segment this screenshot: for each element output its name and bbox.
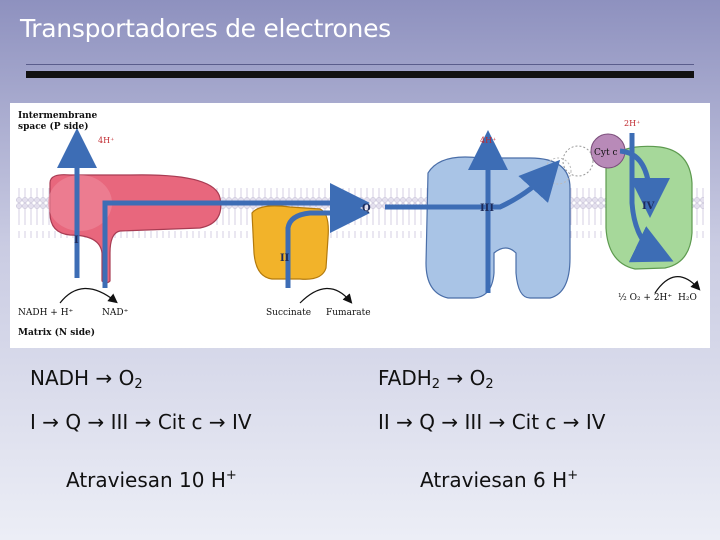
- right-chain-arrow-4: →: [562, 410, 580, 434]
- label-water: H₂O: [678, 293, 697, 303]
- label-complex-ii: II: [280, 253, 290, 264]
- left-chain-0: I: [30, 410, 36, 434]
- right-chain-arrow-2: →: [441, 410, 459, 434]
- right-chain-1: Q: [419, 410, 436, 434]
- label-oxygen: ½ O₂ + 2H⁺: [618, 292, 672, 303]
- label-4h-left: 4H⁺: [98, 136, 114, 145]
- label-complex-iii: III: [480, 203, 494, 214]
- label-nadh: NADH + H⁺: [18, 308, 74, 318]
- left-chain-4: IV: [232, 410, 252, 434]
- right-protons-sup: +: [567, 468, 579, 483]
- label-complex-i: I: [74, 235, 79, 246]
- right-protons: Atraviesan 6 H+: [420, 468, 578, 492]
- label-cyt-c: Cyt c: [594, 148, 618, 158]
- reaction-curves: [59, 276, 701, 304]
- right-chain-0: II: [378, 410, 390, 434]
- right-chain-arrow-3: →: [488, 410, 506, 434]
- label-4h-right: 4H⁺: [480, 136, 496, 145]
- electron-arrows: [57, 128, 674, 293]
- left-pathway-a: NADH: [30, 366, 90, 390]
- left-pathway-b-sub: 2: [134, 377, 143, 392]
- right-protons-text: Atraviesan 6 H: [420, 468, 568, 492]
- left-chain-arrow-2: →: [87, 410, 105, 434]
- slide-title: Transportadores de electrones: [20, 14, 391, 43]
- right-chain-2: III: [464, 410, 483, 434]
- right-chain: II → Q → III → Cit c → IV: [378, 410, 606, 434]
- left-protons: Atraviesan 10 H+: [66, 468, 237, 492]
- label-q: Q: [362, 203, 371, 214]
- right-chain-3: Cit c: [511, 410, 557, 434]
- label-complex-iv: IV: [642, 201, 655, 212]
- label-intermembrane-2: space (P side): [18, 121, 88, 132]
- right-pathway-a: FADH: [378, 366, 432, 390]
- left-chain-1: Q: [65, 410, 82, 434]
- left-arrow-1: →: [95, 366, 113, 390]
- left-chain-arrow-1: →: [42, 410, 60, 434]
- label-2h: 2H⁺: [624, 119, 640, 128]
- left-chain-arrow-4: →: [208, 410, 226, 434]
- label-intermembrane: Intermembrane: [18, 111, 98, 121]
- diagram-svg: Intermembrane space (P side) Matrix (N s…: [16, 111, 704, 338]
- left-pathway-b: O: [118, 366, 135, 390]
- label-fumarate: Fumarate: [326, 308, 371, 318]
- label-succinate: Succinate: [266, 308, 311, 318]
- left-protons-text: Atraviesan 10 H: [66, 468, 226, 492]
- right-pathway-a-sub: 2: [431, 377, 441, 392]
- right-pathway: FADH2 → O2: [378, 366, 494, 392]
- label-nad: NAD⁺: [102, 308, 129, 318]
- title-divider: [26, 71, 694, 78]
- left-pathway: NADH → O2: [30, 366, 143, 392]
- right-arrow-1: →: [446, 366, 464, 390]
- left-chain-3: Cit c: [157, 410, 203, 434]
- right-chain-4: IV: [585, 410, 606, 434]
- right-pathway-b-sub: 2: [485, 377, 494, 392]
- left-chain-arrow-3: →: [134, 410, 152, 434]
- left-chain: I → Q → III → Cit c → IV: [30, 410, 252, 434]
- right-chain-arrow-1: →: [396, 410, 413, 434]
- right-pathway-b: O: [469, 366, 486, 390]
- complex-iii: [425, 156, 571, 299]
- electron-transport-diagram: Intermembrane space (P side) Matrix (N s…: [10, 103, 710, 348]
- title-divider-thin: [26, 64, 694, 65]
- label-matrix: Matrix (N side): [18, 327, 95, 338]
- left-protons-sup: +: [225, 468, 237, 483]
- left-chain-2: III: [110, 410, 129, 434]
